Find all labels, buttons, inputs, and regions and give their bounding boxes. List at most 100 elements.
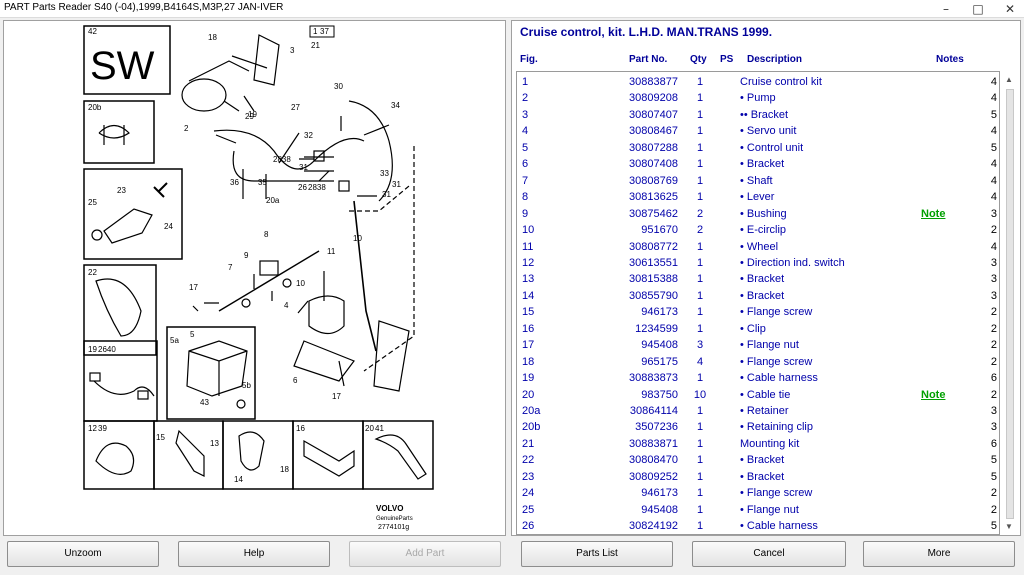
cell-part-no: 983750: [641, 388, 678, 401]
cell-part-no: 3507236: [635, 421, 678, 434]
cell-fig: 9: [522, 207, 529, 220]
cell-part-no: 30883871: [629, 437, 678, 450]
callout-17-b: 17: [332, 392, 341, 401]
col-header-fig: Fig.: [520, 54, 538, 65]
cell-qty: 1: [696, 256, 704, 269]
col-header-notes: Notes: [936, 54, 964, 65]
minimize-icon[interactable]: –: [943, 2, 949, 16]
cell-notes-count: 4: [990, 240, 997, 253]
parts-list-title: Cruise control, kit. L.H.D. MAN.TRANS 19…: [520, 25, 773, 39]
note-link[interactable]: Note: [921, 207, 946, 220]
box-label-20b: 20b: [88, 103, 102, 112]
col-header-description: Description: [747, 54, 803, 65]
cell-fig: 14: [522, 289, 535, 302]
cell-notes-count: 2: [990, 224, 997, 237]
brand-logo: VOLVO: [376, 504, 403, 513]
diagram-pane[interactable]: 42 20b 23 25 24 22 19 2640 5a 5 5b 43 12…: [3, 20, 506, 536]
box-label-25: 25: [88, 198, 97, 207]
parts-list-pane[interactable]: Cruise control, kit. L.H.D. MAN.TRANS 19…: [511, 20, 1021, 536]
box-label-24: 24: [164, 222, 173, 231]
note-link[interactable]: Note: [921, 388, 946, 401]
cell-part-no: 946173: [641, 306, 678, 319]
cell-qty: 1: [696, 470, 704, 483]
window-controls: – □ ✕: [936, 1, 1020, 17]
cell-qty: 1: [696, 158, 704, 171]
close-icon[interactable]: ✕: [1004, 2, 1016, 16]
cell-description: • Shaft: [740, 174, 773, 187]
cell-description: • Bracket: [740, 454, 785, 467]
parts-scrollbar[interactable]: ▲ ▼: [1003, 71, 1017, 535]
cell-fig: 25: [522, 503, 535, 516]
callout-3: 3: [290, 46, 295, 55]
cell-part-no: 30864114: [629, 405, 678, 417]
callout-31-a: 31: [299, 163, 308, 172]
parts-list-button[interactable]: Parts List: [521, 541, 673, 567]
callout-34: 34: [391, 101, 400, 110]
cell-part-no: 945408: [641, 503, 678, 516]
cell-notes-count: 4: [990, 76, 997, 88]
callout-27: 27: [291, 103, 300, 112]
callout-2: 2: [184, 124, 189, 133]
cancel-button[interactable]: Cancel: [692, 541, 846, 567]
cell-fig: 21: [522, 437, 535, 450]
scroll-up-icon[interactable]: ▲: [1005, 75, 1013, 84]
add-part-button[interactable]: Add Part: [349, 541, 501, 567]
cell-qty: 1: [696, 108, 704, 121]
callout-33: 33: [380, 169, 389, 178]
cell-notes-count: 5: [990, 108, 997, 121]
cell-notes-count: 4: [990, 92, 997, 105]
cell-description: • Wheel: [740, 240, 779, 253]
more-button[interactable]: More: [863, 541, 1015, 567]
scroll-down-icon[interactable]: ▼: [1005, 522, 1013, 531]
cell-description: • Cable tie: [740, 388, 791, 401]
top-label-37: 37: [320, 27, 329, 36]
maximize-icon[interactable]: □: [972, 2, 984, 16]
callout-26: 26: [298, 183, 307, 192]
cell-description: • Lever: [740, 191, 775, 204]
cell-part-no: 30613551: [629, 256, 678, 269]
exploded-parts-diagram[interactable]: 42 20b 23 25 24 22 19 2640 5a 5 5b 43 12…: [4, 21, 506, 536]
cell-part-no: 30808769: [629, 174, 678, 187]
box-label-39: 39: [98, 424, 107, 433]
cell-notes-count: 3: [990, 256, 997, 269]
unzoom-button[interactable]: Unzoom: [7, 541, 159, 567]
cell-fig: 17: [522, 339, 535, 352]
col-header-ps: PS: [720, 54, 734, 65]
cell-part-no: 30815388: [629, 273, 678, 286]
cell-notes-count: 2: [990, 388, 997, 401]
window-title: PART Parts Reader S40 (-04),1999,B4164S,…: [4, 2, 284, 13]
cell-part-no: 30883873: [629, 372, 678, 385]
help-button[interactable]: Help: [178, 541, 330, 567]
box-label-13: 13: [210, 439, 219, 448]
scroll-thumb[interactable]: [1006, 89, 1014, 519]
